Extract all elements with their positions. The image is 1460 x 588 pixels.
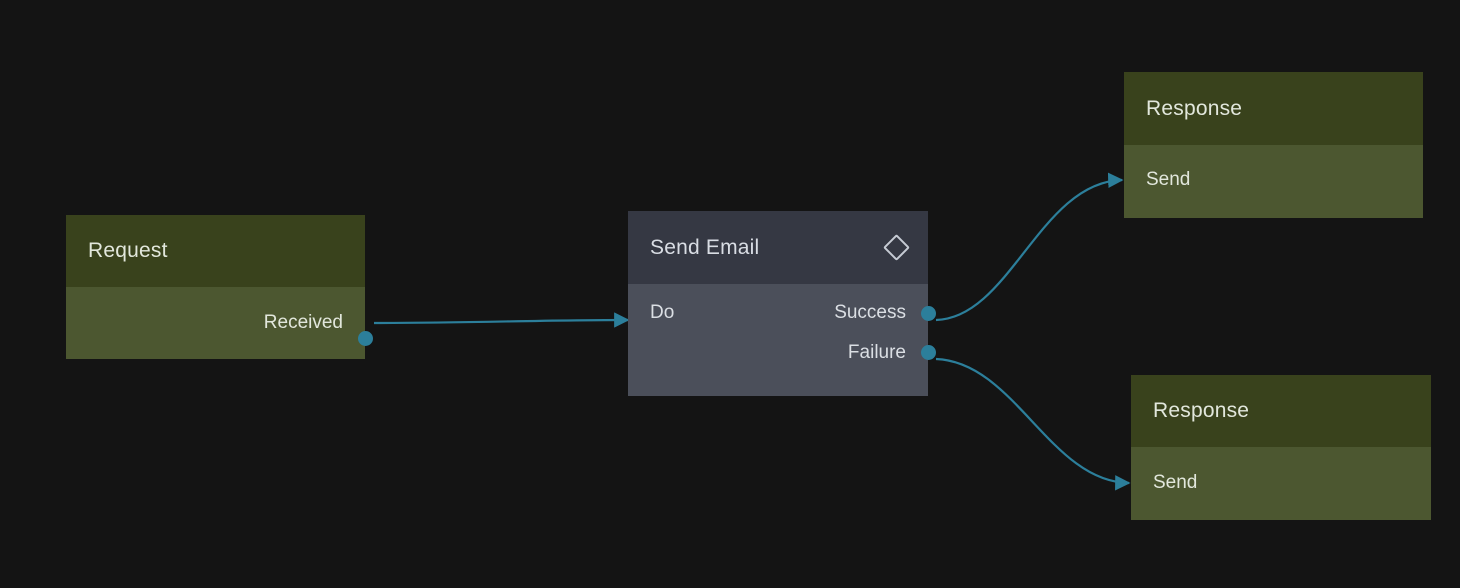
node-request-body: Received bbox=[66, 287, 373, 359]
node-response-failure[interactable]: Response Send bbox=[1131, 375, 1431, 520]
node-send-email-body: Do Success Failure bbox=[628, 284, 936, 396]
port-label-send-failure: Send bbox=[1153, 472, 1198, 493]
port-dot-success[interactable] bbox=[920, 305, 936, 321]
edge-received-to-do bbox=[373, 312, 630, 328]
edge-success-to-response-success bbox=[935, 172, 1124, 322]
node-response-success-header[interactable]: Response bbox=[1124, 72, 1423, 145]
port-label-received: Received bbox=[263, 312, 343, 333]
port-row-send-success[interactable]: Send bbox=[1124, 160, 1423, 200]
node-send-email-title: Send Email bbox=[650, 235, 760, 259]
port-dot-failure[interactable] bbox=[920, 344, 936, 360]
node-send-email[interactable]: Send Email Do Success Failure bbox=[628, 211, 936, 396]
node-response-failure-header[interactable]: Response bbox=[1131, 375, 1431, 447]
edge-failure-to-response-failure bbox=[935, 357, 1131, 491]
port-row-do[interactable]: Do bbox=[628, 293, 928, 333]
node-response-failure-body: Send bbox=[1131, 447, 1431, 520]
port-row-received[interactable]: Received bbox=[66, 303, 365, 343]
diamond-icon[interactable] bbox=[883, 234, 910, 261]
node-request-title: Request bbox=[88, 239, 168, 262]
node-request[interactable]: Request Received bbox=[66, 215, 373, 359]
node-response-failure-title: Response bbox=[1153, 399, 1250, 422]
node-request-header[interactable]: Request bbox=[66, 215, 365, 287]
port-label-failure: Failure bbox=[847, 342, 906, 363]
port-row-failure[interactable]: Failure bbox=[628, 333, 928, 373]
port-label-do: Do bbox=[650, 302, 675, 323]
port-label-send-success: Send bbox=[1146, 169, 1191, 190]
node-response-success-title: Response bbox=[1146, 96, 1243, 120]
port-label-success: Success bbox=[834, 302, 906, 323]
port-dot-received[interactable] bbox=[357, 331, 373, 346]
port-row-send-failure[interactable]: Send bbox=[1131, 463, 1431, 503]
node-response-success[interactable]: Response Send bbox=[1124, 72, 1423, 218]
node-response-success-body: Send bbox=[1124, 145, 1423, 218]
port-row-success[interactable]: Success bbox=[628, 293, 928, 333]
node-send-email-header[interactable]: Send Email bbox=[628, 211, 928, 284]
